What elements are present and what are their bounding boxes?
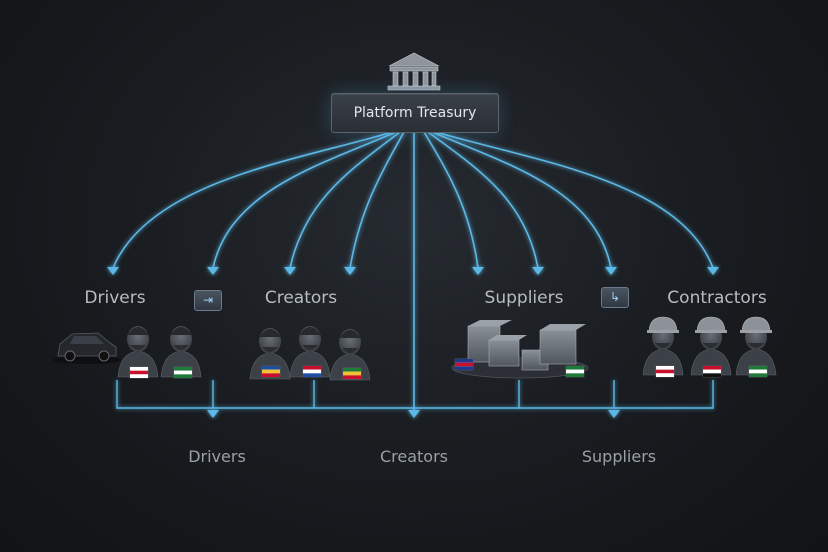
flag-icon (261, 365, 281, 378)
flag-icon (173, 366, 193, 379)
flow-line-7 (431, 131, 612, 269)
platform-treasury-node: Platform Treasury (331, 93, 499, 133)
package-box-icon (488, 335, 527, 367)
arrowhead (472, 267, 484, 275)
arrowhead (707, 267, 719, 275)
flag-icon (342, 367, 362, 380)
flag-icon (748, 365, 768, 378)
arrowhead (532, 267, 544, 275)
bottom-label-drivers: Drivers (188, 447, 246, 466)
arrowhead (408, 410, 420, 418)
bottom-label-creators: Creators (379, 447, 449, 466)
flag-icon (302, 365, 322, 378)
flow-line-1 (112, 131, 393, 269)
arrowhead (284, 267, 296, 275)
flag-icon (702, 365, 722, 378)
flag-icon (129, 366, 149, 379)
car-icon (53, 332, 121, 364)
flow-line-4 (349, 131, 405, 269)
arrowhead (605, 267, 617, 275)
transfer-chip-icon: ↳ (601, 287, 629, 308)
flag-icon (454, 358, 474, 371)
bank-icon (387, 52, 441, 91)
flow-line-6 (427, 131, 539, 269)
package-boxes (451, 320, 589, 379)
top-label-drivers: Drivers (84, 288, 146, 308)
top-label-suppliers: Suppliers (484, 288, 564, 308)
flag-icon (655, 365, 675, 378)
collection-bus (116, 380, 714, 409)
flag-icon (565, 365, 585, 378)
arrowhead (107, 267, 119, 275)
arrowhead (608, 410, 620, 418)
flow-line-8 (435, 131, 714, 269)
arrowhead (344, 267, 356, 275)
platform-treasury-label: Platform Treasury (353, 105, 477, 121)
package-box-icon (539, 324, 586, 365)
worker-helmet-icon (690, 316, 732, 376)
top-label-creators: Creators (264, 288, 338, 308)
top-label-contractors: Contractors (667, 288, 767, 308)
flow-line-2 (212, 131, 397, 269)
flow-lines (112, 131, 714, 410)
transfer-chip-icon: ⇥ (194, 290, 222, 311)
flow-line-3 (289, 131, 401, 269)
arrowhead (207, 267, 219, 275)
bottom-label-suppliers: Suppliers (581, 447, 657, 466)
arrowheads (107, 267, 719, 275)
arrowhead (207, 410, 219, 418)
flow-line-5 (423, 131, 479, 269)
bus-arrowheads (207, 410, 620, 418)
